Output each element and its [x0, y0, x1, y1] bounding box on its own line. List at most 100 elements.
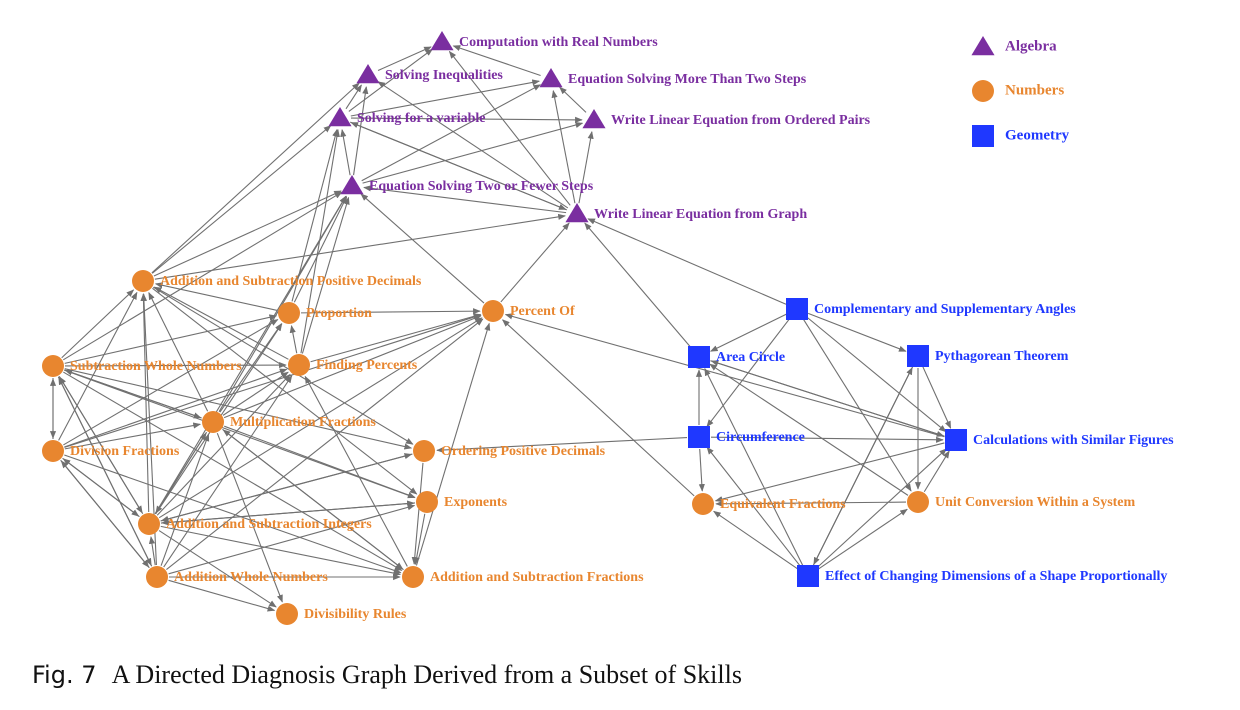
graph-node: Addition and Subtraction Positive Decima…: [132, 270, 422, 292]
node-label: Addition and Subtraction Fractions: [430, 570, 644, 585]
node-label: Equivalent Fractions: [720, 497, 846, 512]
graph-edge: [584, 222, 692, 349]
figure-number: Fig. 7: [32, 661, 97, 689]
graph-edge: [710, 436, 944, 443]
graph-node: Subtraction Whole Numbers: [42, 355, 242, 377]
graph-edge: [289, 325, 298, 354]
node-label: Addition Whole Numbers: [174, 570, 328, 585]
graph-edge: [154, 213, 566, 280]
graph-node: Circumference: [688, 426, 805, 448]
node-circle-marker: [146, 566, 168, 588]
graph-edge: [61, 289, 135, 359]
node-circle-marker: [907, 491, 929, 513]
graph-edge: [224, 425, 416, 498]
graph-node: Unit Conversion Within a System: [907, 491, 1136, 513]
graph-edge: [152, 287, 418, 495]
node-label: Addition and Subtraction Positive Decima…: [160, 274, 422, 289]
node-label: Unit Conversion Within a System: [935, 495, 1136, 510]
node-square-marker: [945, 429, 967, 451]
graph-edge: [62, 191, 343, 361]
graph-node: Effect of Changing Dimensions of a Shape…: [797, 565, 1167, 587]
legend-label: Algebra: [1005, 38, 1057, 54]
graph-edge: [713, 510, 799, 570]
graph-edge: [62, 457, 140, 517]
graph-edge: [58, 375, 143, 514]
node-triangle-marker: [356, 64, 380, 84]
graph-node: Complementary and Supplementary Angles: [786, 298, 1076, 320]
graph-edge: [922, 366, 952, 429]
graph-edge: [350, 79, 540, 117]
legend-item: Algebra: [971, 36, 1057, 56]
graph-edge: [161, 502, 416, 526]
node-label: Computation with Real Numbers: [459, 35, 658, 50]
graph-edge: [348, 48, 433, 112]
node-label: Subtraction Whole Numbers: [70, 359, 242, 374]
graph-edge: [559, 86, 587, 113]
figure-caption: Fig. 7 A Directed Diagnosis Graph Derive…: [32, 660, 742, 690]
node-label: Calculations with Similar Figures: [973, 433, 1174, 448]
graph-node: Proportion: [278, 302, 372, 324]
graph-edge: [578, 131, 594, 204]
graph-node: Equivalent Fractions: [692, 493, 846, 515]
node-circle-marker: [482, 300, 504, 322]
graph-edge: [64, 368, 413, 450]
node-circle-marker: [202, 411, 224, 433]
graph-node: Solving Inequalities: [356, 64, 503, 84]
graph-edge: [168, 579, 276, 612]
node-label: Area Circle: [716, 350, 785, 365]
graph-edge: [415, 322, 491, 566]
graph-edge: [151, 125, 332, 274]
legend-square-icon: [972, 125, 994, 147]
legend-item: Geometry: [972, 125, 1070, 147]
graph-edge: [504, 313, 945, 438]
graph-edge: [714, 442, 945, 503]
graph-edge: [304, 375, 408, 567]
node-label: Write Linear Equation from Ordered Pairs: [611, 113, 871, 128]
legend-triangle-icon: [971, 36, 995, 56]
node-label: Addition and Subtraction Integers: [166, 517, 372, 532]
graph-node: Exponents: [416, 491, 508, 513]
edge-layer: [49, 45, 952, 612]
graph-edge: [353, 86, 369, 176]
graph-edge: [219, 323, 283, 413]
graph-edge: [817, 508, 908, 570]
node-circle-marker: [402, 566, 424, 588]
graph-edge: [301, 196, 350, 354]
graph-edge: [148, 536, 156, 566]
node-label: Write Linear Equation from Graph: [594, 207, 807, 222]
graph-edge: [805, 316, 947, 433]
node-label: Solving Inequalities: [385, 68, 503, 83]
graph-edge: [216, 432, 283, 603]
graph-node: Ordering Positive Decimals: [413, 440, 606, 462]
graph-edge: [502, 319, 695, 497]
graph-edge: [140, 293, 150, 513]
node-square-marker: [907, 345, 929, 367]
graph-node: Finding Percents: [288, 354, 418, 376]
graph-edge: [166, 318, 484, 570]
node-label: Ordering Positive Decimals: [441, 444, 606, 459]
graph-edge: [60, 459, 150, 568]
node-triangle-marker: [328, 107, 352, 127]
graph-edge: [64, 314, 278, 364]
graph-edge: [452, 45, 541, 76]
node-circle-marker: [413, 440, 435, 462]
graph-edge: [160, 453, 413, 522]
legend-label: Geometry: [1005, 127, 1070, 143]
graph-edge: [160, 525, 402, 577]
graph-edge: [158, 317, 483, 519]
graph-edge: [340, 129, 351, 176]
graph-edge: [377, 46, 432, 72]
node-square-marker: [688, 346, 710, 368]
graph-edge: [813, 366, 914, 566]
graph-edge: [168, 504, 416, 575]
node-label: Solving for a variable: [357, 111, 485, 126]
node-label: Circumference: [716, 430, 805, 445]
graph-edge: [155, 431, 208, 514]
node-triangle-marker: [340, 175, 364, 195]
node-triangle-marker: [430, 31, 454, 51]
graph-node: Division Fractions: [42, 440, 180, 462]
graph-node: Equation Solving Two or Fewer Steps: [340, 175, 594, 195]
graph-edge: [704, 367, 804, 566]
